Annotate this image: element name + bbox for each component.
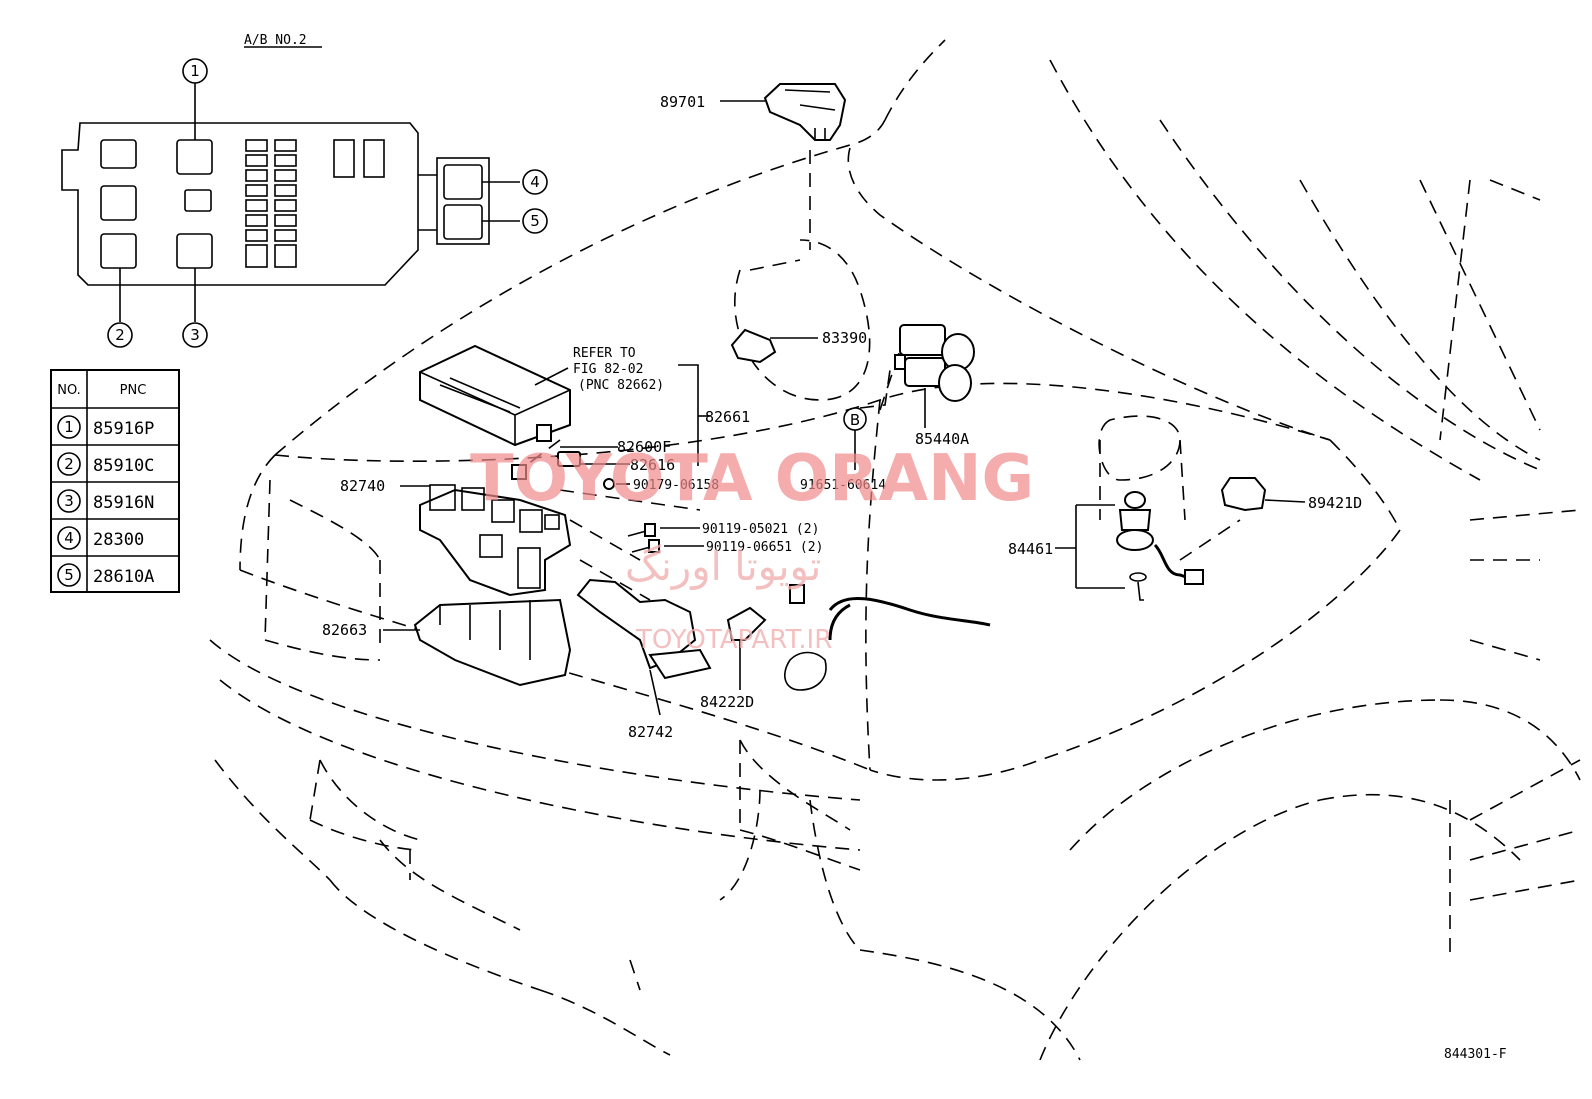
label-90179-06158: 90179-06158 [633, 478, 719, 493]
part-83390-shape [730, 328, 777, 364]
part-89701-shape [763, 83, 847, 141]
label-82661: 82661 [705, 408, 750, 426]
table-header-pnc: PNC [120, 383, 147, 398]
label-83390: 83390 [822, 329, 867, 347]
callout-2: 2 [115, 326, 125, 344]
part-84461-shape [1116, 491, 1204, 601]
pnc-table: NO. PNC 1 85916P 2 85910C 3 85916N 4 283… [50, 369, 180, 593]
label-89421D: 89421D [1308, 494, 1362, 512]
label-82600F: 82600F [617, 438, 671, 456]
label-89701: 89701 [660, 93, 705, 111]
figure-code: 844301-F [1444, 1047, 1507, 1062]
callout-5: 5 [530, 212, 540, 230]
table-row-pnc: 28610A [93, 567, 154, 587]
callout-3: 3 [190, 326, 200, 344]
table-row-pnc: 85910C [93, 456, 154, 476]
part-82740-shape [419, 484, 572, 597]
part-labels: 89701 83390 85440A REFER TO FIG 82-02 (P… [322, 93, 1507, 1062]
part-82742-shape [576, 578, 697, 670]
part-82663-shape [413, 598, 572, 687]
watermark: TOYOTA ORANG تویوتا اورنگ TOYOTAPART.IR [470, 442, 1034, 655]
label-90119-05021: 90119-05021 (2) [702, 522, 819, 537]
callout-2-circle [107, 322, 133, 348]
refer-note-line3: (PNC 82662) [578, 378, 664, 393]
label-84461: 84461 [1008, 540, 1053, 558]
label-91651-60614: 91651-60614 [800, 478, 886, 493]
table-row-no: 1 [64, 418, 74, 436]
label-82663: 82663 [322, 621, 367, 639]
callout-4: 4 [530, 173, 540, 191]
label-82742: 82742 [628, 723, 673, 741]
refer-note-line2: FIG 82-02 [573, 362, 643, 377]
table-row-no: 4 [64, 529, 74, 547]
callout-5-circle [522, 208, 548, 234]
label-82740: 82740 [340, 477, 385, 495]
table-row-pnc: 85916N [93, 493, 154, 513]
part-89421D-shape [1220, 477, 1267, 512]
part-85440A-shape [894, 324, 975, 402]
table-row-no: 2 [64, 455, 74, 473]
part-84222D-shape [726, 606, 767, 641]
marker-b: B [850, 411, 860, 429]
callout-4-circle [522, 169, 548, 195]
part-82661-cover [419, 344, 571, 447]
relay-block-inset: A/B NO.2 [61, 33, 548, 348]
table-row-pnc: 28300 [93, 530, 144, 550]
label-82616: 82616 [630, 456, 675, 474]
callout-3-circle [182, 322, 208, 348]
callout-1: 1 [190, 62, 200, 80]
label-84222D: 84222D [700, 693, 754, 711]
watermark-farsi: تویوتا اورنگ [625, 544, 821, 590]
parts-illustrations: B [413, 83, 1267, 691]
callout-1-circle [182, 58, 208, 84]
label-85440A: 85440A [915, 430, 969, 448]
table-row-no: 3 [64, 492, 74, 510]
label-90119-06651: 90119-06651 (2) [706, 540, 823, 555]
inset-title: A/B NO.2 [244, 33, 307, 48]
watermark-brand: TOYOTA ORANG [470, 442, 1034, 516]
table-header-no: NO. [57, 383, 81, 398]
refer-note-line1: REFER TO [573, 346, 636, 361]
leader-lines [383, 100, 1306, 716]
table-row-pnc: 85916P [93, 419, 154, 439]
watermark-url: TOYOTAPART.IR [635, 625, 832, 655]
table-row-no: 5 [64, 566, 74, 584]
fuse-columns [245, 139, 297, 268]
vehicle-outline [209, 39, 1581, 1061]
